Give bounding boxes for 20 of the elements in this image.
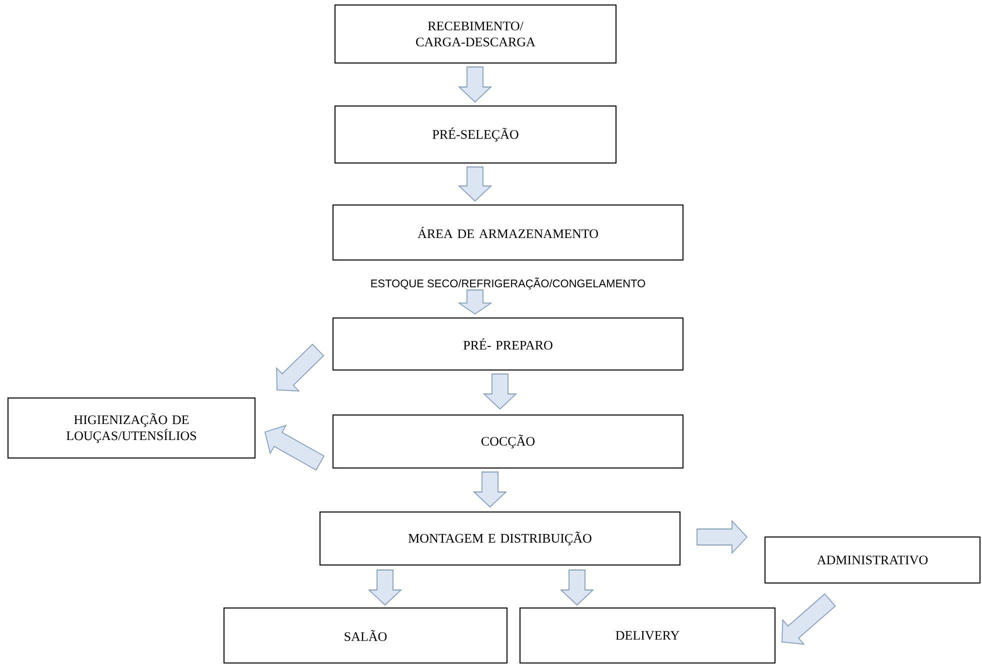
block-arrow [482,374,518,410]
process-box: SALÃO [224,608,508,664]
block-arrow [472,472,508,508]
block-arrow [368,570,402,606]
block-arrow [458,290,492,315]
block-arrow [458,166,492,202]
process-box: PRÉ-SELEÇÃO [334,106,616,164]
block-arrow [276,344,324,392]
process-box: COCÇÃO [332,414,684,468]
process-box: HIGIENIZAÇÃO DE LOUÇAS/UTENSÍLIOS [8,398,256,458]
process-box: ADMINISTRATIVO [764,536,980,584]
process-box: MONTAGEM E DISTRIBUIÇÃO [320,512,680,566]
block-arrow [696,520,748,554]
block-arrow [560,570,594,606]
process-box: PRÉ- PREPARO [332,318,684,370]
process-box: DELIVERY [520,608,776,664]
process-box: ÁREA DE ARMAZENAMENTO [332,204,684,260]
block-arrow [458,66,492,103]
process-box: RECEBIMENTO/ CARGA-DESCARGA [334,4,616,64]
note-text: ESTOQUE SECO/REFRIGERAÇÃO/CONGELAMENTO [371,278,646,290]
